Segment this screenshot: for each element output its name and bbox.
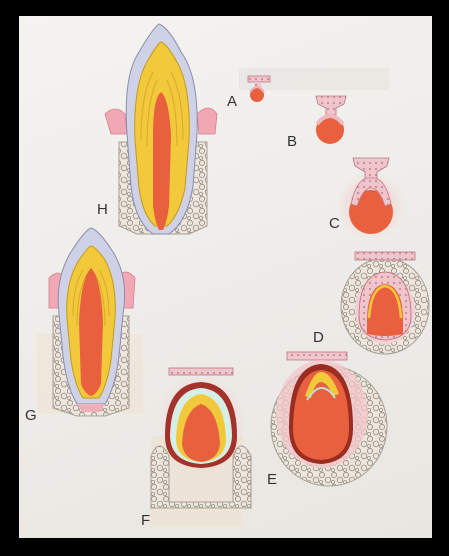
label-g: G (25, 407, 37, 424)
label-e: E (267, 471, 277, 488)
stage-f-root-formation (151, 368, 251, 526)
label-f: F (141, 512, 150, 529)
stage-c-early-bell (337, 158, 405, 240)
label-a: A (227, 93, 237, 110)
stage-b-cap (316, 96, 346, 144)
label-b: B (287, 133, 297, 150)
stage-h-mature-tooth (105, 24, 217, 234)
label-c: C (329, 215, 340, 232)
textbook-page: A B C (19, 16, 432, 538)
tooth-development-diagram: A B C (19, 16, 432, 538)
stage-d-bell (341, 252, 429, 354)
label-h: H (97, 201, 108, 218)
stage-g-erupting-tooth (37, 228, 143, 416)
stage-e-crown-formation (271, 352, 387, 486)
label-d: D (313, 329, 324, 346)
